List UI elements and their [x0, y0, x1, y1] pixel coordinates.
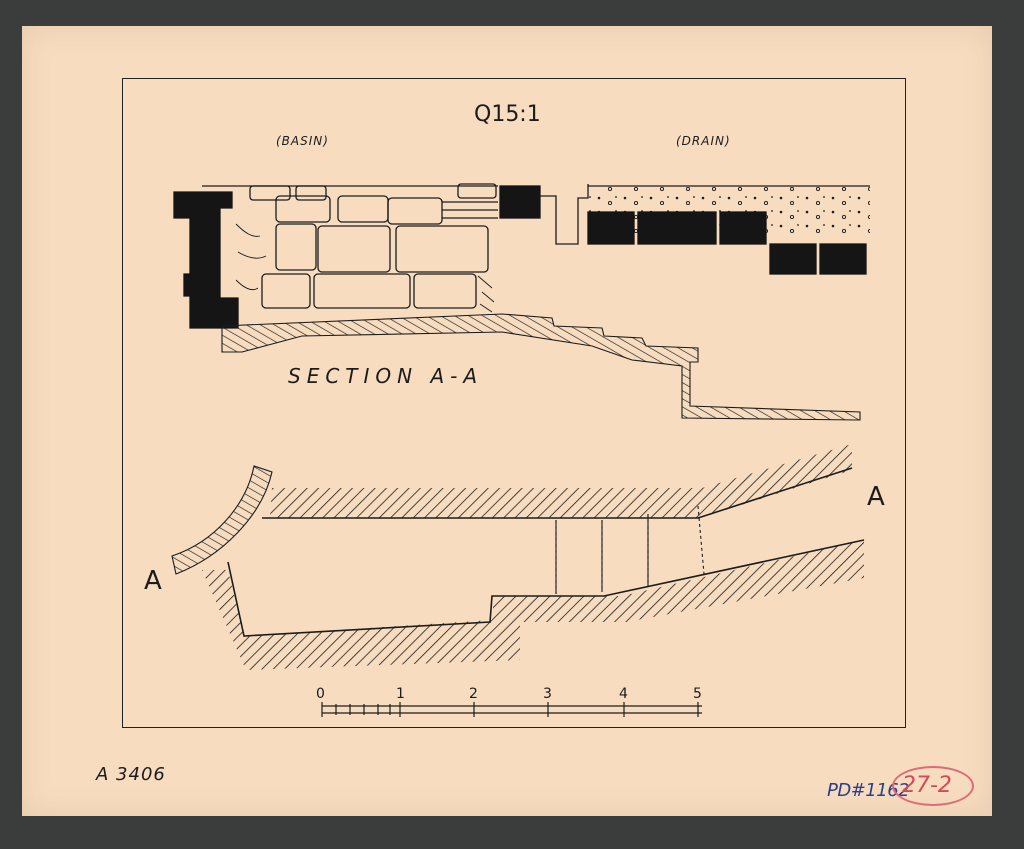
box-number: 27-2: [902, 773, 952, 798]
scale-bar: [321, 702, 702, 717]
section-mark-right: A: [867, 482, 885, 512]
scale-tick-0: 0: [316, 686, 325, 702]
box-number-stamp: [892, 766, 974, 806]
drain-label: (DRAIN): [676, 134, 731, 148]
section-elevation: [173, 183, 870, 421]
scale-tick-2: 2: [469, 686, 478, 702]
scale-tick-1: 1: [396, 686, 405, 702]
drawing-border: [122, 78, 906, 728]
scale-tick-4: 4: [619, 686, 628, 702]
scale-tick-3: 3: [543, 686, 552, 702]
pd-number: PD#1162: [827, 780, 910, 801]
scale-tick-5: 5: [693, 686, 702, 702]
archaeological-drawing: [171, 183, 870, 717]
drawing-sheet: Q15:1 (BASIN) (DRAIN) SECTION A-A A A 0 …: [22, 26, 992, 816]
section-mark-left: A: [144, 566, 162, 596]
plan-view: [171, 444, 865, 670]
drawing-title: Q15:1: [474, 102, 541, 127]
section-label: SECTION A-A: [288, 364, 484, 388]
basin-label: (BASIN): [276, 134, 329, 148]
catalog-number: A 3406: [96, 764, 166, 785]
